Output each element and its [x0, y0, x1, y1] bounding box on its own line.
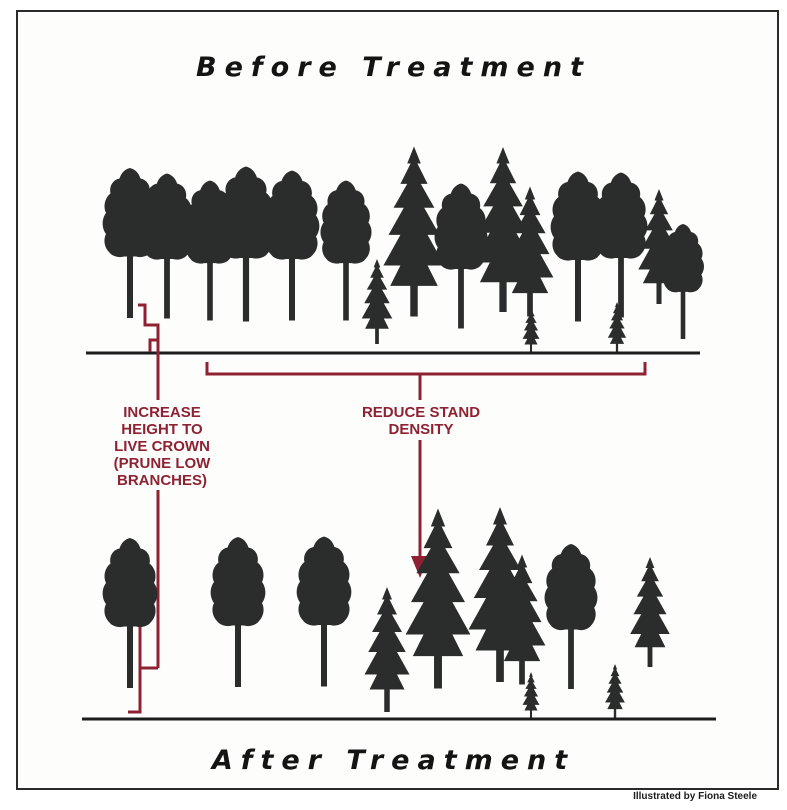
- illustrator-credit: Illustrated by Fiona Steele: [633, 791, 757, 802]
- density-bracket: [207, 362, 645, 374]
- before-stand: [103, 147, 704, 354]
- crown-bracket-before: [138, 305, 158, 352]
- increase-crown-height-label: INCREASE HEIGHT TO LIVE CROWN (PRUNE LOW…: [96, 404, 228, 489]
- after-treatment-title: After Treatment: [0, 745, 787, 776]
- reduce-stand-density-label: REDUCE STAND DENSITY: [336, 404, 506, 438]
- after-stand: [103, 507, 670, 719]
